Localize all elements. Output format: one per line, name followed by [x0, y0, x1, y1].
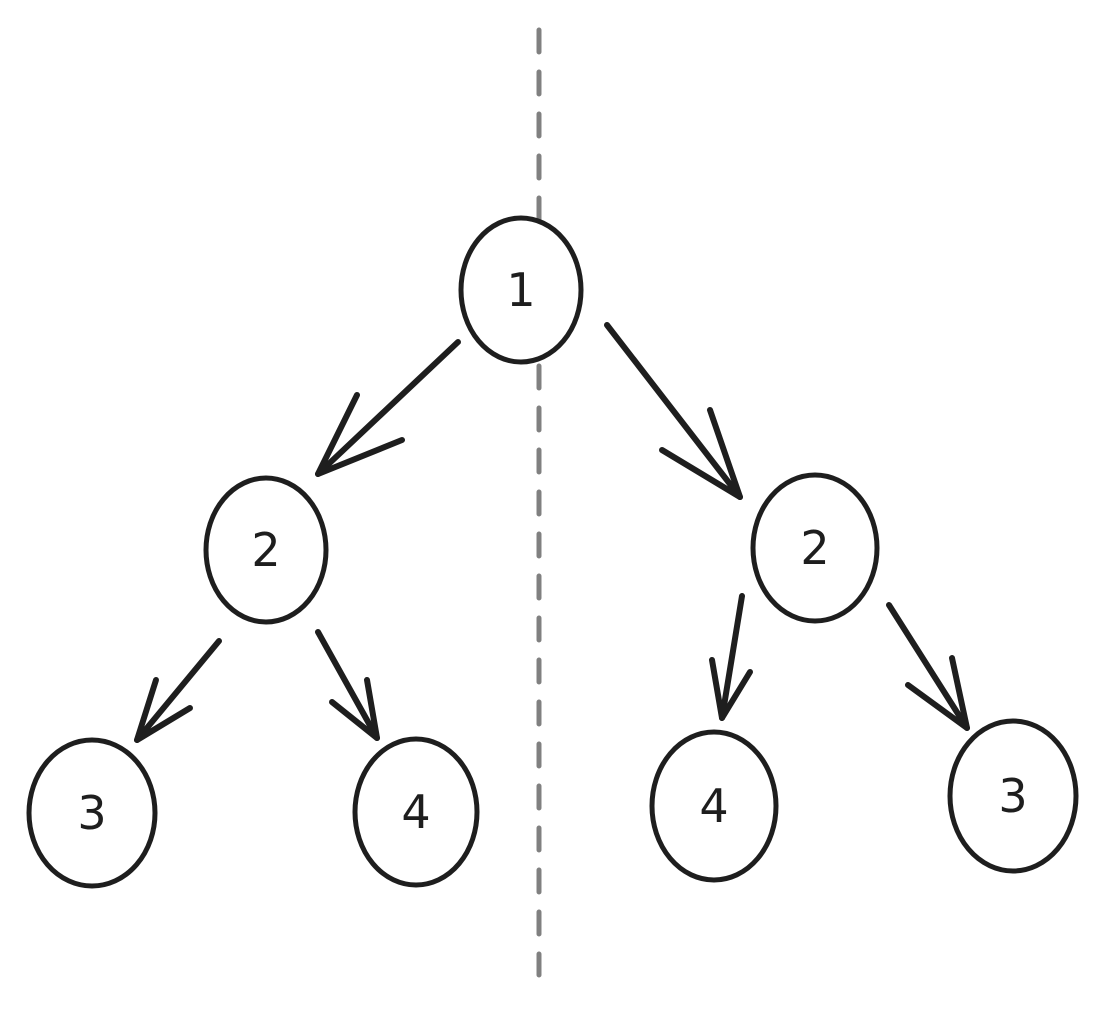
edge-left-child-to-left-left-leaf — [134, 638, 222, 743]
node-label: 2 — [251, 523, 280, 577]
arrow-head — [709, 657, 753, 721]
edge-right-child-to-right-right-leaf — [886, 602, 970, 731]
node-label: 2 — [800, 521, 829, 575]
edge-right-child-to-right-left-leaf — [709, 593, 753, 721]
edges — [134, 322, 970, 743]
node-label: 4 — [401, 785, 430, 839]
edge-root-to-left-child — [315, 339, 461, 477]
tree-node-left-right-leaf: 4 — [352, 736, 480, 888]
arrow-head — [329, 677, 380, 741]
tree-node-right-left-leaf: 4 — [649, 729, 779, 883]
edge-root-to-right-child — [604, 322, 743, 500]
tree-node-left-child: 2 — [203, 475, 329, 625]
tree-node-left-left-leaf: 3 — [26, 737, 158, 889]
arrow-head — [905, 655, 970, 731]
tree-node-right-child: 2 — [750, 472, 880, 624]
node-label: 3 — [77, 786, 106, 840]
edge-left-child-to-left-right-leaf — [315, 629, 380, 741]
node-label: 1 — [506, 263, 535, 317]
arrow-head — [659, 407, 743, 500]
node-label: 4 — [699, 779, 728, 833]
tree-node-right-right-leaf: 3 — [947, 718, 1079, 874]
nodes: 1 2 2 3 4 4 3 — [26, 215, 1079, 889]
tree-node-root: 1 — [458, 215, 584, 365]
arrow-head — [315, 392, 405, 477]
arrow-head — [134, 677, 193, 743]
node-label: 3 — [998, 769, 1027, 823]
